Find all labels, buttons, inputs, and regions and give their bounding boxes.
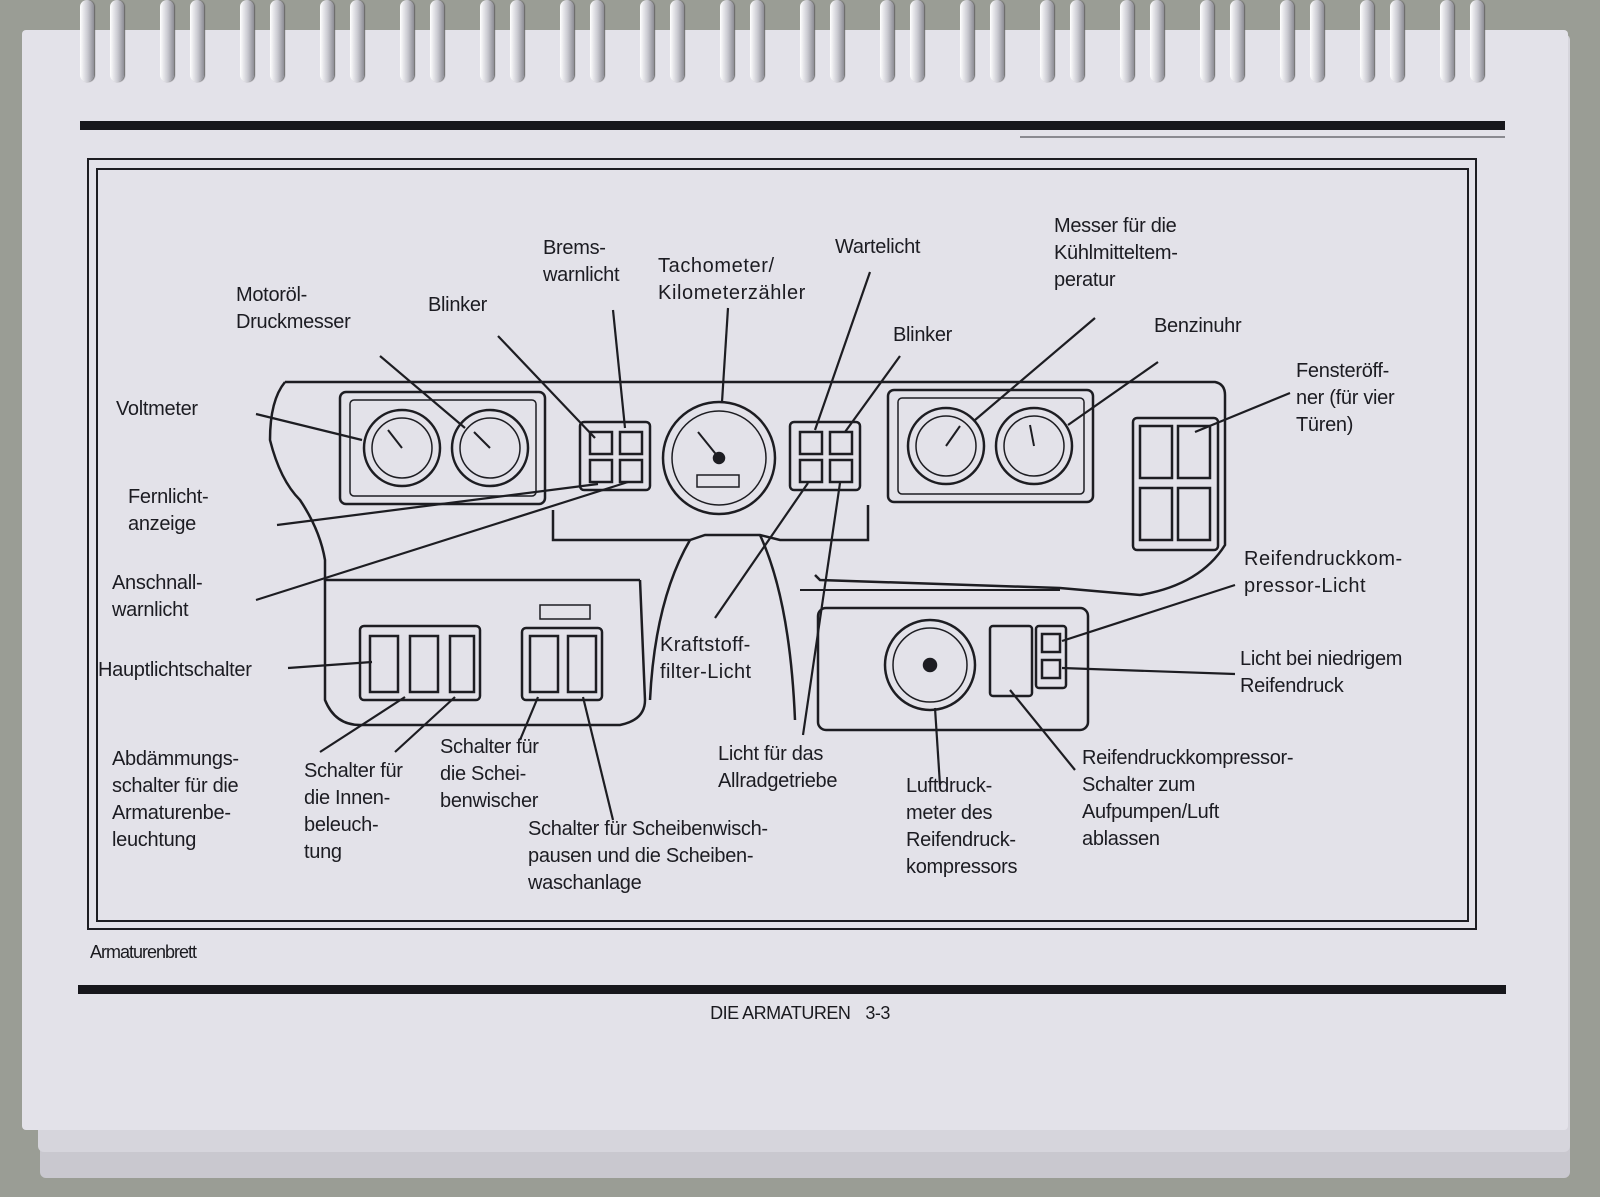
figure-frame-outer [87,158,1477,930]
leader-lines [255,271,1291,821]
label-hauptlichtschalter: Hauptlichtschalter [98,659,252,681]
fuel-gauge [994,406,1074,486]
label-voltmeter: Voltmeter [116,398,198,420]
label-kompressor-schalter: Reifendruckkompressor- Schalter zum Aufp… [1082,747,1294,850]
right-gauge-pod [886,388,1095,504]
coolant-temp-gauge [906,406,986,486]
label-wartelicht: Wartelicht [835,236,921,258]
label-kraftstofffilter: Kraftstoff- filter-Licht [660,634,752,683]
label-innenbeleuchtung: Schalter für die Innen- beleuch- tung [304,760,403,863]
air-pressure-gauge [883,618,977,712]
voltmeter-gauge [362,408,442,488]
figure-frame-inner [96,168,1469,922]
top-thin-rule [1020,136,1505,138]
footer-section: DIE ARMATUREN [710,1003,851,1023]
label-benzinuhr: Benzinuhr [1154,315,1242,337]
label-luftdruckmeter: Luftdruck- meter des Reifendruck- kompre… [906,775,1018,878]
lower-left-panel [323,579,647,727]
label-reifendruckkompressor-licht: Reifendruckkom- pressor-Licht [1244,548,1403,597]
label-bremswarnlicht: Brems- warnlicht [543,237,620,286]
manual-page [22,30,1568,1130]
oil-pressure-gauge [450,408,530,488]
label-fensteroeffner: Fensteröff- ner (für vier Türen) [1296,360,1395,436]
label-allradgetriebe: Licht für das Allradgetriebe [718,743,838,792]
label-anschnall: Anschnall- warnlicht [112,572,203,621]
left-indicator-cluster [578,420,652,492]
label-niedriger-reifendruck: Licht bei niedrigem Reifendruck [1240,648,1403,697]
dash-upper-outline [268,380,1227,597]
wiper-switch-bank [520,626,604,702]
top-rule [80,121,1505,130]
label-blinker-left: Blinker [428,294,488,316]
figure-caption: Armaturenbrett [90,942,197,962]
label-kuehlmittel: Messer für die Kühlmitteltem- peratur [1054,215,1178,291]
label-scheibenwischer: Schalter für die Schei- benwischer [440,736,539,812]
compressor-switch [988,624,1034,698]
footer-page-number: 3-3 [865,1003,890,1023]
page-footer: DIE ARMATUREN 3-3 [0,1003,1600,1024]
right-indicator-cluster [788,420,862,492]
label-abdaemmung: Abdämmungs- schalter für die Armaturenbe… [112,748,239,851]
dash-steering-column [648,534,797,721]
speedometer-gauge [661,400,777,516]
dash-center-hood [551,505,870,542]
label-blinker-right: Blinker [893,324,953,346]
window-switch-panel [1131,416,1220,552]
bottom-rule [78,985,1506,994]
label-wischpausen: Schalter für Scheibenwisch- pausen und d… [528,818,768,894]
label-fernlicht: Fernlicht- anzeige [128,486,209,535]
label-motoroel: Motoröl- Druckmesser [236,284,351,333]
label-tachometer: Tachometer/ Kilometerzähler [658,255,806,304]
